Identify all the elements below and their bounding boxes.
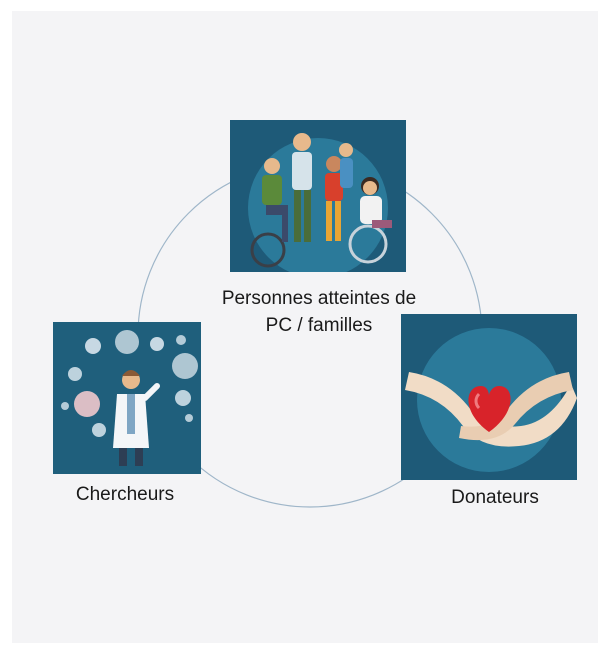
- researchers-image: [53, 322, 201, 474]
- scientist-with-molecules-icon: [53, 322, 201, 474]
- hands-holding-heart-icon: [401, 314, 577, 480]
- donors-label: Donateurs: [420, 484, 570, 511]
- family-with-wheelchair-icon: [230, 120, 406, 272]
- patients-families-label-line1: Personnes atteintes de: [221, 288, 417, 309]
- patients-families-label-line2: PC / familles: [265, 315, 373, 336]
- researchers-label-text: Chercheurs: [75, 484, 175, 505]
- donors-label-text: Donateurs: [451, 487, 539, 508]
- donors-image: [401, 314, 577, 480]
- patients-families-image: [230, 120, 406, 272]
- researchers-label: Chercheurs: [55, 481, 195, 508]
- patients-families-label: Personnes atteintes de PC / familles: [190, 285, 448, 339]
